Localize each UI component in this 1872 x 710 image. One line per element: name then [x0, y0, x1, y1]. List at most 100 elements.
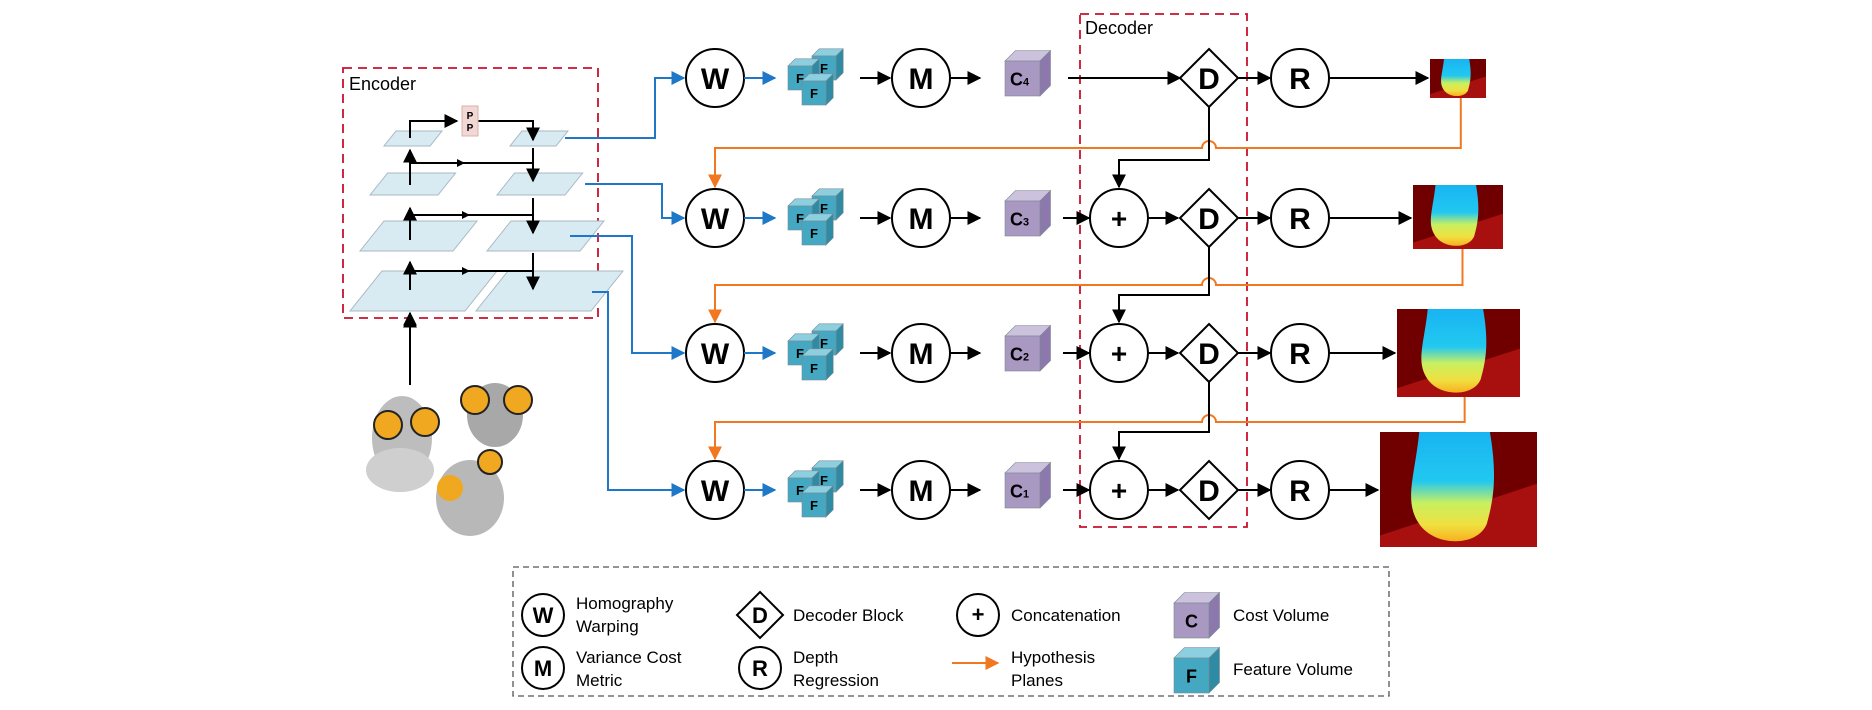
legend-hypothesis-label-2: Planes — [1011, 671, 1063, 690]
depth-map-3 — [1397, 309, 1520, 397]
svg-text:F: F — [810, 498, 818, 513]
legend-hypothesis-label-1: Hypothesis — [1011, 648, 1095, 667]
cost-volume-1: C1 — [1004, 461, 1052, 509]
variance-metric-node-symbol: M — [909, 63, 934, 96]
legend-cost-volume-label: Cost Volume — [1233, 606, 1329, 625]
warp-node-symbol: W — [701, 63, 730, 96]
input-images — [366, 383, 533, 536]
svg-text:F: F — [820, 473, 828, 488]
cost-volume-3: C3 — [1004, 189, 1052, 237]
svg-text:F: F — [810, 361, 818, 376]
feature-pyramid-planes — [348, 130, 625, 312]
feature-plane — [382, 130, 444, 147]
legend-warp-symbol: W — [533, 603, 554, 628]
warp-node-symbol: W — [701, 475, 730, 508]
encoder-bottom-up-path — [403, 114, 540, 385]
input-image-3 — [436, 449, 504, 536]
depth-map-1 — [1430, 59, 1486, 98]
feature-flow-line — [585, 183, 686, 225]
legend-decoder-block-icon — [735, 590, 785, 640]
pipeline-row-3: W FFF M C2 + D R — [570, 235, 1520, 461]
variance-metric-node-symbol: M — [909, 475, 934, 508]
feature-volume-cluster: FFF — [787, 48, 844, 106]
input-image-2 — [460, 383, 533, 451]
depth-map-2 — [1413, 185, 1503, 249]
svg-text:F: F — [810, 86, 818, 101]
pyramid-pooling-box — [461, 105, 479, 137]
svg-text:D: D — [1198, 338, 1220, 371]
cost-volume-4: C4 — [1004, 49, 1052, 97]
svg-text:F: F — [1186, 666, 1197, 686]
legend-regression-label-1: Depth — [793, 648, 838, 667]
input-image-1 — [366, 396, 440, 492]
legend-regression-label-2: Regression — [793, 671, 879, 690]
legend-metric-symbol: M — [534, 656, 552, 681]
svg-text:F: F — [796, 483, 804, 498]
svg-text:C: C — [1185, 611, 1198, 631]
svg-text:F: F — [820, 201, 828, 216]
depth-regression-node-symbol: R — [1289, 63, 1311, 96]
decoder-upsample-link — [1112, 107, 1210, 189]
depth-map-4 — [1380, 432, 1537, 547]
hypothesis-planes-line — [708, 249, 1464, 324]
decoder-border — [1079, 13, 1248, 528]
feature-volume-cluster: FFF — [787, 188, 844, 246]
decoder-title: Decoder — [1085, 18, 1153, 38]
legend-feature-volume-label: Feature Volume — [1233, 660, 1353, 679]
feature-flow-line — [592, 291, 686, 497]
decoder-upsample-link — [1112, 247, 1210, 324]
variance-metric-node-symbol: M — [909, 338, 934, 371]
legend: W Homography Warping M Variance Cost Met… — [512, 566, 1390, 697]
feature-plane — [348, 270, 499, 312]
feature-plane — [485, 220, 606, 252]
concat-node-symbol: + — [1111, 475, 1127, 506]
legend-metric-label-2: Metric — [576, 671, 623, 690]
svg-text:F: F — [796, 346, 804, 361]
legend-decoder-block-label: Decoder Block — [793, 606, 904, 625]
encoder-border — [342, 67, 599, 319]
legend-decoder-block-symbol: D — [752, 603, 768, 628]
feature-plane — [358, 220, 479, 252]
concat-node-symbol: + — [1111, 338, 1127, 369]
feature-volume-cluster: FFF — [787, 323, 844, 381]
feature-plane — [495, 172, 584, 196]
legend-border — [512, 566, 1390, 697]
legend-cost-volume-icon: C — [1173, 591, 1221, 639]
legend-warp-label-1: Homography — [576, 594, 674, 613]
legend-warp-icon — [521, 593, 565, 637]
svg-text:F: F — [796, 211, 804, 226]
svg-text:F: F — [810, 226, 818, 241]
svg-text:F: F — [820, 61, 828, 76]
legend-regression-symbol: R — [752, 656, 768, 681]
encoder-block: Encoder P P — [342, 67, 625, 385]
feature-plane — [508, 130, 570, 147]
svg-text:D: D — [1198, 63, 1220, 96]
variance-metric-node-symbol: M — [909, 203, 934, 236]
legend-metric-icon — [521, 646, 565, 690]
depth-regression-node-symbol: R — [1289, 338, 1311, 371]
warp-node-symbol: W — [701, 203, 730, 236]
feature-flow-line — [565, 71, 686, 139]
legend-concat-icon — [956, 593, 1000, 637]
svg-text:F: F — [796, 71, 804, 86]
concat-node-symbol: + — [1111, 203, 1127, 234]
legend-concat-label: Concatenation — [1011, 606, 1121, 625]
cost-volume-2: C2 — [1004, 324, 1052, 372]
warp-node-symbol: W — [701, 338, 730, 371]
encoder-title: Encoder — [349, 74, 416, 94]
hypothesis-planes-line — [708, 397, 1466, 461]
decoder-upsample-link — [1112, 382, 1210, 461]
feature-volume-cluster: FFF — [787, 460, 844, 518]
legend-feature-volume-icon: F — [1173, 646, 1221, 694]
svg-text:D: D — [1198, 203, 1220, 236]
legend-concat-symbol: + — [972, 602, 985, 627]
decoder-block-node — [1178, 459, 1240, 521]
pyramid-pooling-label-1: P — [467, 111, 474, 122]
hypothesis-planes-line — [708, 98, 1462, 189]
pyramid-pooling-label-2: P — [467, 123, 474, 134]
